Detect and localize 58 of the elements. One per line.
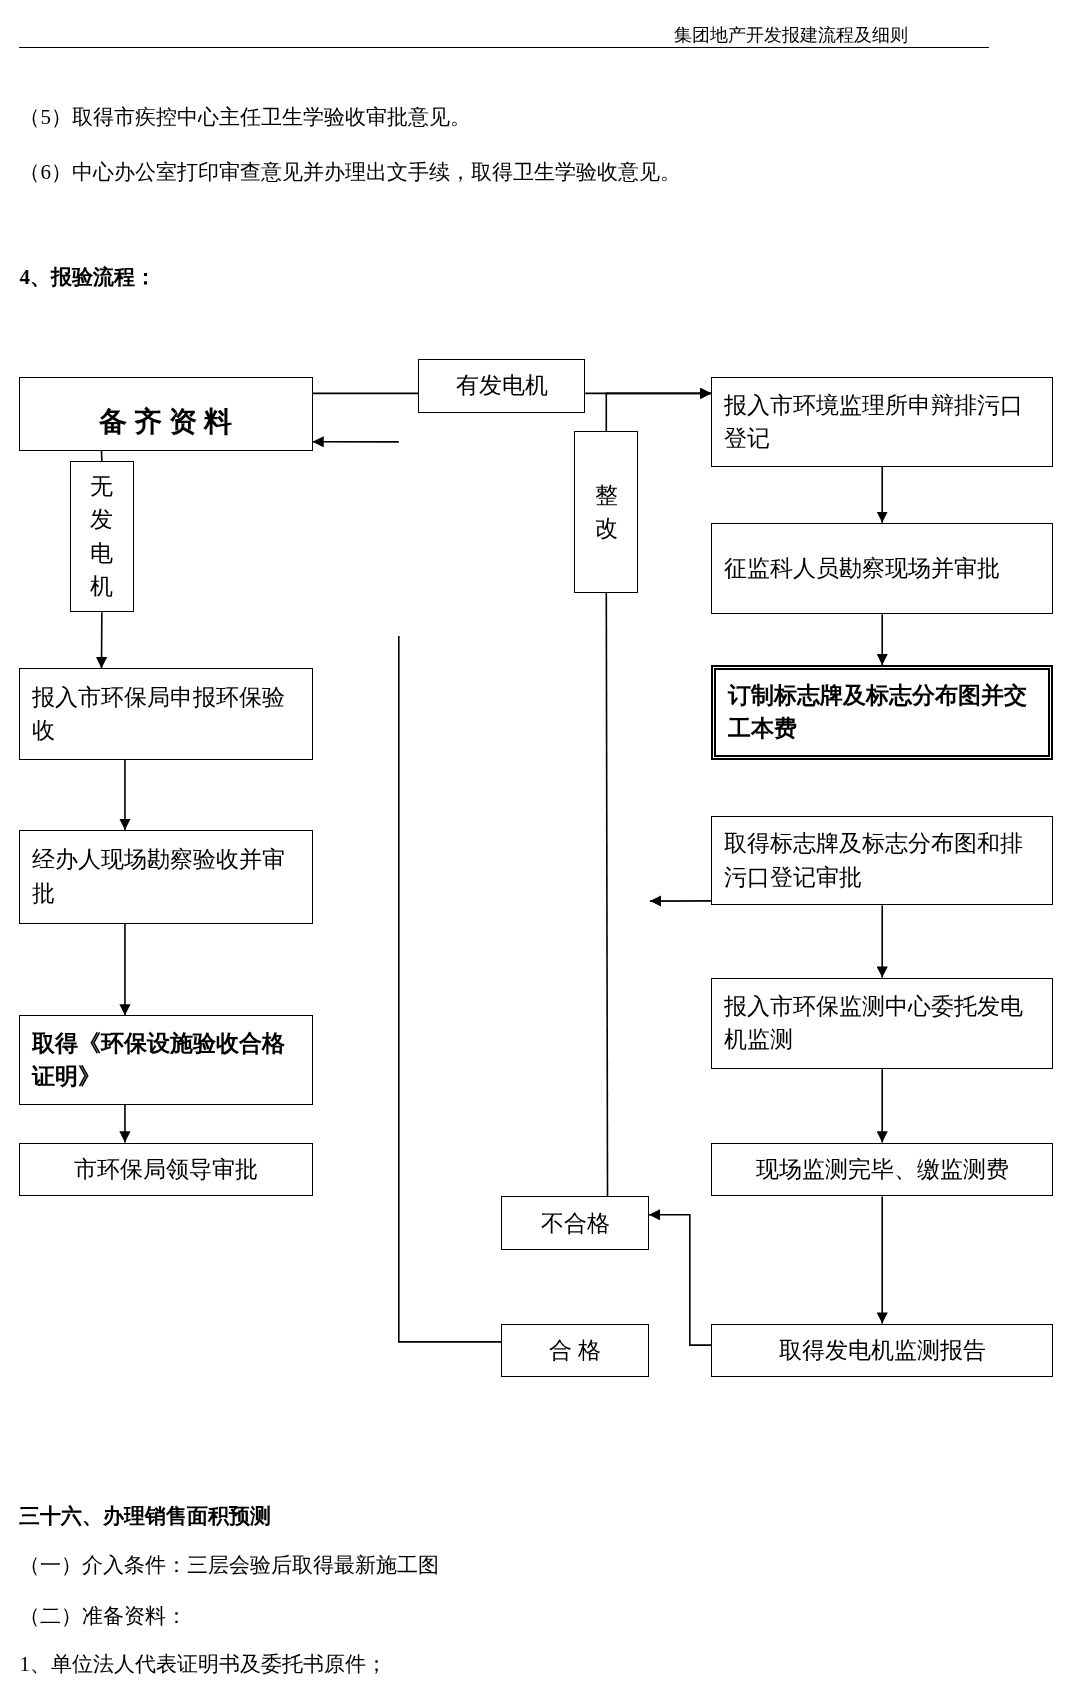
- process-box: [19, 1142, 313, 1197]
- arrow: [876, 1068, 888, 1144]
- box-text: 取得标志牌及标志分布图和排污口登记审批: [724, 830, 1025, 892]
- text-line: （二）准备资料：: [19, 1602, 188, 1630]
- arrow: [648, 1209, 713, 1346]
- connector-line: [605, 592, 609, 1198]
- arrow: [876, 613, 888, 666]
- process-box: [19, 377, 313, 451]
- text-line: 三十六、办理销售面积预测: [19, 1503, 272, 1531]
- text-line: 4、报验流程：: [19, 263, 156, 291]
- arrow: [311, 436, 400, 448]
- box-text: 经办人现场勘察验收并审批: [32, 846, 287, 908]
- arrow: [876, 1195, 888, 1325]
- box-text: 合 格: [549, 1336, 601, 1365]
- process-box: [19, 1015, 313, 1105]
- text-line: （6）中心办公室打印审查意见并办理出文手续，取得卫生学验收意见。: [19, 159, 681, 187]
- box-text: 报入市环境监理所申辩排污口登记: [724, 391, 1025, 453]
- process-box: [711, 522, 1054, 615]
- process-box: [70, 461, 134, 613]
- box-text: 整改: [594, 481, 618, 543]
- process-box: [711, 815, 1054, 906]
- process-box: [574, 431, 639, 593]
- box-text: 订制标志牌及标志分布图并交工本费: [728, 682, 1029, 744]
- text-line: （一）介入条件：三层会验后取得最新施工图: [19, 1551, 440, 1579]
- process-box: [711, 977, 1054, 1070]
- process-box: [19, 829, 313, 924]
- connector-line: [398, 635, 502, 1343]
- process-box: [501, 1196, 649, 1251]
- arrow: [605, 387, 713, 432]
- box-text: 征监科人员勘察现场并审批: [724, 554, 1001, 583]
- box-text: 市环保局领导审批: [73, 1155, 258, 1184]
- process-box: [711, 1323, 1054, 1378]
- arrow: [876, 904, 888, 979]
- process-box: [711, 1142, 1054, 1197]
- text-line: 1、单位法人代表证明书及委托书原件；: [19, 1651, 387, 1679]
- process-box: [418, 358, 586, 413]
- header-title: 集团地产开发报建流程及细则: [673, 23, 908, 47]
- box-text: 报入市环保监测中心委托发电机监测: [724, 993, 1025, 1055]
- box-text: 备 齐 资 料: [99, 404, 233, 439]
- arrow: [876, 465, 888, 524]
- box-text: 无发电机: [90, 473, 114, 602]
- arrow: [95, 611, 108, 670]
- arrow: [119, 922, 131, 1017]
- arrow: [649, 895, 713, 907]
- box-text: 不合格: [540, 1209, 610, 1238]
- text-line: （5）取得市疾控中心主任卫生学验收审批意见。: [19, 104, 471, 132]
- box-text: 现场监测完毕、缴监测费: [755, 1155, 1009, 1184]
- process-box: [711, 665, 1054, 760]
- box-text: 有发电机: [455, 372, 548, 401]
- box-text: 取得《环保设施验收合格证明》: [32, 1029, 287, 1092]
- process-box: [501, 1323, 649, 1378]
- arrow: [119, 759, 131, 831]
- connector-line: [311, 392, 419, 395]
- process-box: [19, 668, 313, 760]
- process-box: [711, 377, 1054, 467]
- box-text: 报入市环保局申报环保验收: [32, 683, 287, 746]
- box-text: 取得发电机监测报告: [778, 1336, 986, 1365]
- arrow: [119, 1104, 131, 1144]
